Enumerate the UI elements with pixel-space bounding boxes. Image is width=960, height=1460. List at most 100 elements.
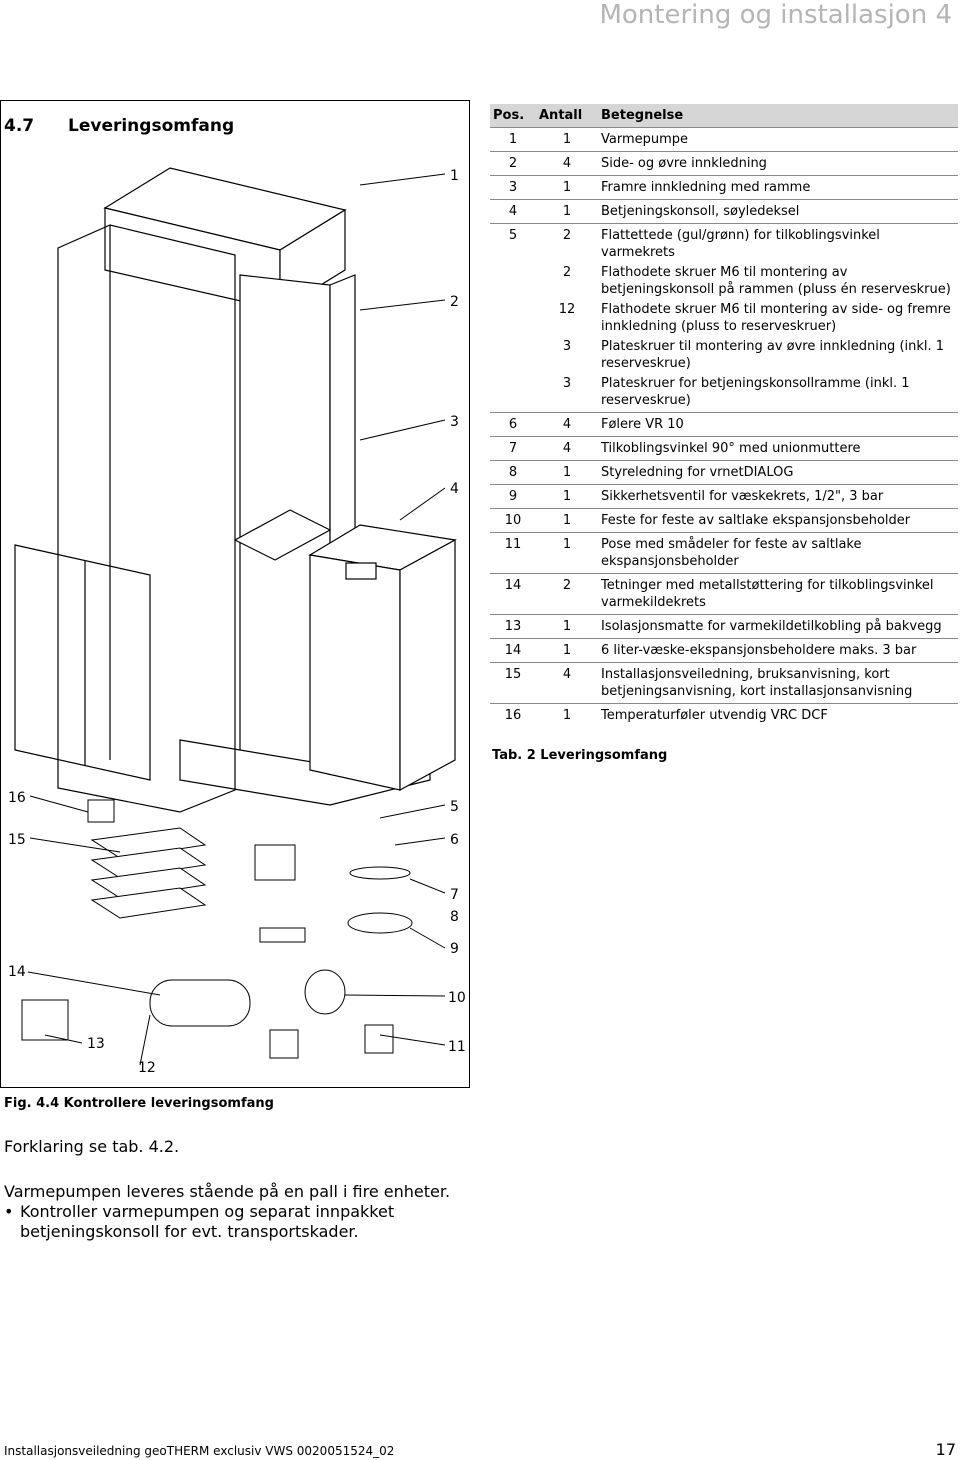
callout-14: 14: [8, 964, 26, 980]
callout-16: 16: [8, 790, 26, 806]
cell-pos: [490, 338, 536, 375]
figure-caption: Fig. 4.4 Kontrollere leveringsomfang: [4, 1096, 274, 1111]
callout-7: 7: [450, 887, 459, 903]
footer-doc-title: Installasjonsveiledning geoTHERM exclusi…: [4, 1444, 395, 1458]
cell-antall: 1: [536, 484, 598, 509]
cell-antall: 4: [536, 151, 598, 176]
front-panel-drawing: [308, 524, 457, 792]
table-header-row: Pos. Antall Betegnelse: [490, 104, 958, 128]
section-number: 4.7: [4, 116, 35, 136]
cell-betegnelse: Styreledning for vrnetDIALOG: [598, 460, 958, 485]
cell-antall: 2: [536, 223, 598, 264]
cell-antall: 2: [536, 573, 598, 615]
cell-betegnelse: Flathodete skruer M6 til montering av be…: [601, 265, 951, 297]
exploded-view-drawing: 1 2 3 4 5 6 7 8 9 10 11 12 13 14 15 16: [0, 100, 470, 1088]
bullet-item: • Kontroller varmepumpen og separat innp…: [4, 1202, 474, 1242]
callout-6: 6: [450, 832, 459, 848]
cell-antall: 4: [536, 662, 598, 704]
cell-betegnelse: Feste for feste av saltlake ekspansjonsb…: [598, 508, 958, 533]
cell-pos: [490, 264, 536, 301]
cell-antall: 1: [536, 638, 598, 663]
cell-pos: 14: [490, 573, 536, 615]
column-header-betegnelse: Betegnelse: [598, 104, 958, 128]
cell-betegnelse: Flathodete skruer M6 til montering av si…: [601, 302, 951, 334]
cell-pos: 4: [490, 199, 536, 224]
reference-note: Forklaring se tab. 4.2.: [4, 1137, 180, 1156]
cell-pos: 7: [490, 436, 536, 461]
table-row: 3 Plateskruer til montering av øvre innkl…: [490, 338, 958, 375]
cell-pos: 16: [490, 703, 536, 727]
cell-antall: 2: [562, 265, 572, 280]
cell-betegnelse: Plateskruer for betjeningskonsollramme (…: [601, 376, 910, 408]
cell-betegnelse: Pose med smådeler for feste av saltlake …: [598, 532, 958, 574]
cell-pos: 10: [490, 508, 536, 533]
callout-numbers: 1 2 3 4 5 6 7 8 9 10 11 12 13 14 15 16: [8, 168, 466, 1076]
cell-betegnelse: Varmepumpe: [598, 127, 958, 152]
cell-antall: 1: [536, 127, 598, 152]
cell-pos: 15: [490, 662, 536, 704]
cell-betegnelse: Temperaturføler utvendig VRC DCF: [598, 703, 958, 727]
cell-antall: 1: [536, 532, 598, 574]
cell-betegnelse: Installasjonsveiledning, bruksanvisning,…: [598, 662, 958, 704]
cell-betegnelse: Betjeningskonsoll, søyledeksel: [598, 199, 958, 224]
cell-pos: 2: [490, 151, 536, 176]
bullet-text: Kontroller varmepumpen og separat innpak…: [20, 1202, 395, 1241]
callout-lines: [27, 173, 446, 1066]
callout-3: 3: [450, 414, 459, 430]
callout-4: 4: [450, 481, 459, 497]
callout-11: 11: [448, 1039, 466, 1055]
cell-betegnelse: 6 liter-væske-ekspansjonsbeholdere maks.…: [598, 638, 958, 663]
cell-pos: 14: [490, 638, 536, 663]
callout-2: 2: [450, 294, 459, 310]
cell-antall: 4: [536, 412, 598, 437]
cell-pos: 13: [490, 614, 536, 639]
cell-antall: 3: [562, 376, 572, 391]
delivery-scope-figure: 1 2 3 4 5 6 7 8 9 10 11 12 13 14 15 16: [0, 100, 470, 1088]
cell-antall: 1: [536, 614, 598, 639]
cell-pos: 8: [490, 460, 536, 485]
cell-pos: 11: [490, 532, 536, 574]
side-panel-drawing: [14, 224, 236, 813]
cell-antall: 1: [536, 460, 598, 485]
cell-antall: 1: [536, 703, 598, 727]
cell-pos: [490, 375, 536, 413]
section-heading: 4.7 Leveringsomfang: [4, 116, 234, 136]
callout-1: 1: [450, 168, 459, 184]
cell-betegnelse: Tilkoblingsvinkel 90° med unionmuttere: [598, 436, 958, 461]
cell-antall: 1: [536, 199, 598, 224]
cell-pos: 6: [490, 412, 536, 437]
section-title: Leveringsomfang: [68, 116, 235, 136]
callout-10: 10: [448, 990, 466, 1006]
table-row: 2 Flathodete skruer M6 til montering av b…: [490, 264, 958, 301]
cell-betegnelse: Følere VR 10: [598, 412, 958, 437]
cell-betegnelse: Plateskruer til montering av øvre innkle…: [601, 339, 945, 371]
cell-betegnelse: Flattettede (gul/grønn) for tilkoblingsv…: [598, 223, 958, 264]
table-caption: Tab. 2 Leveringsomfang: [492, 748, 668, 763]
cell-betegnelse: Framre innkledning med ramme: [598, 175, 958, 200]
cell-antall: 4: [536, 436, 598, 461]
cell-betegnelse: Isolasjonsmatte for varmekildetilkobling…: [598, 614, 958, 639]
callout-15: 15: [8, 832, 26, 848]
cell-antall: 3: [562, 339, 572, 354]
bullet-symbol: •: [4, 1202, 14, 1221]
callout-9: 9: [450, 941, 459, 957]
cell-antall: 1: [536, 508, 598, 533]
cell-betegnelse: Tetninger med metallstøttering for tilko…: [598, 573, 958, 615]
cell-betegnelse: Sikkerhetsventil for væskekrets, 1/2", 3…: [598, 484, 958, 509]
column-header-antall: Antall: [536, 104, 598, 128]
callout-8: 8: [450, 909, 459, 925]
page-number: 17: [935, 1440, 956, 1459]
